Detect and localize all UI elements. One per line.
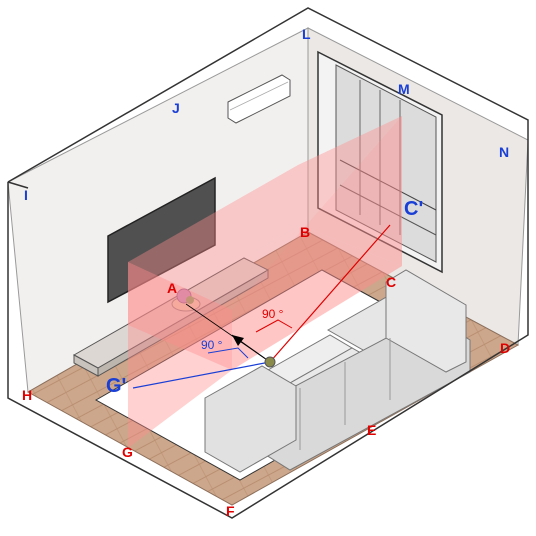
- label-c-prime: C': [404, 198, 423, 220]
- label-m: M: [398, 81, 410, 97]
- label-n: N: [499, 144, 509, 160]
- label-f: F: [226, 503, 235, 519]
- label-i: I: [24, 187, 28, 203]
- construction-lines: [132, 224, 391, 389]
- label-c: C: [386, 274, 396, 290]
- projection-volume: [128, 116, 402, 448]
- window: [317, 50, 443, 274]
- label-a: A: [167, 280, 177, 296]
- label-j: J: [172, 100, 180, 116]
- label-b: B: [300, 224, 310, 240]
- label-g-prime: G': [106, 375, 126, 397]
- label-e: E: [367, 422, 376, 438]
- label-d: D: [500, 340, 510, 356]
- label-h: H: [22, 387, 32, 403]
- label-l: L: [302, 26, 311, 42]
- tv: [107, 176, 216, 304]
- angle-label-left: 90 °: [201, 338, 223, 352]
- label-g: G: [122, 444, 133, 460]
- angle-label-right: 90 °: [262, 307, 284, 321]
- air-conditioner: [227, 74, 291, 124]
- sofa: [204, 269, 471, 473]
- room-frame: [7, 7, 529, 519]
